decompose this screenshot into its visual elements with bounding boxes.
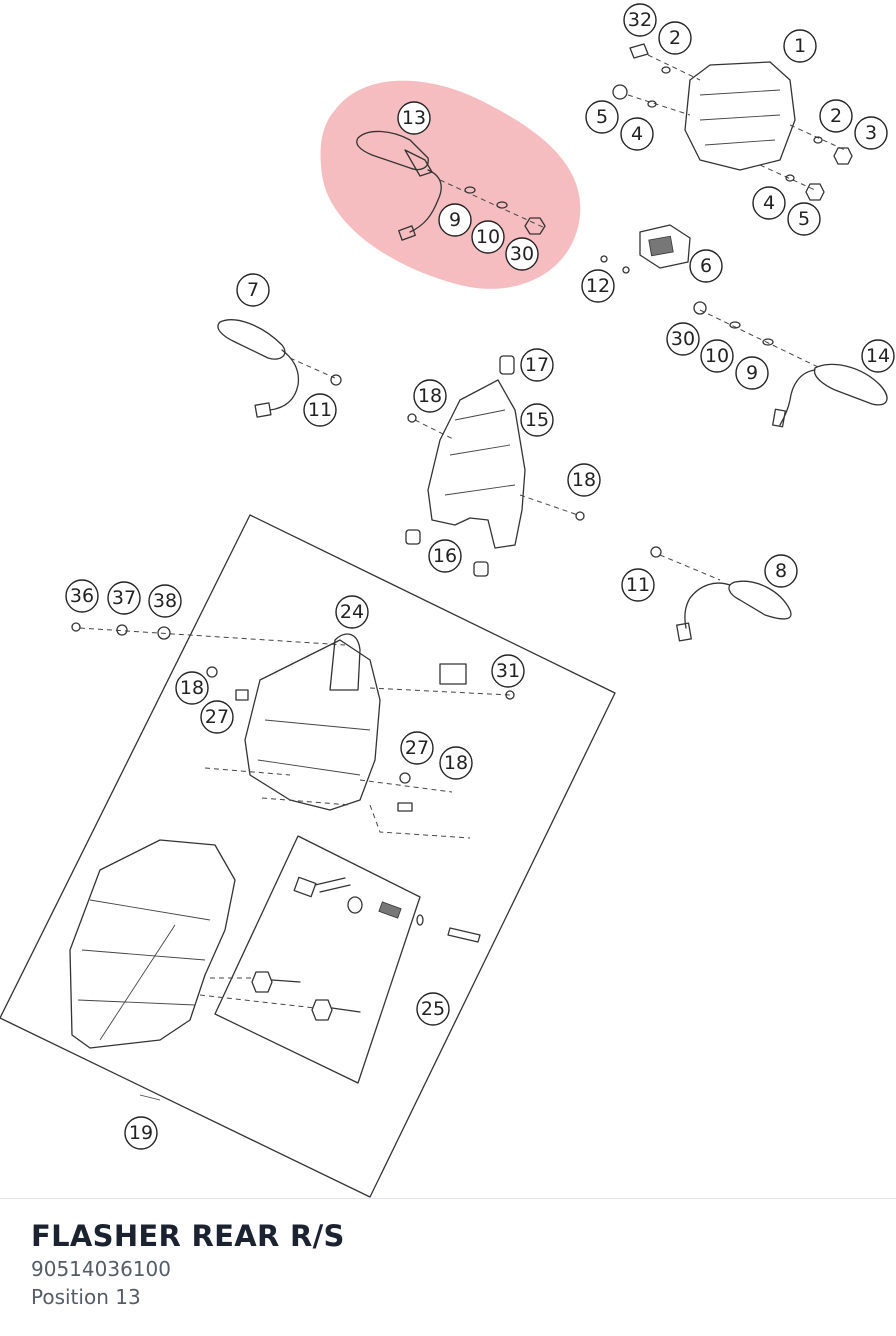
svg-text:11: 11 xyxy=(626,574,650,596)
callout-6: 6 xyxy=(689,249,723,283)
svg-text:17: 17 xyxy=(525,354,549,376)
callout-24: 24 xyxy=(335,595,369,629)
svg-text:10: 10 xyxy=(705,345,729,367)
callout-18: 18 xyxy=(439,746,473,780)
svg-text:1: 1 xyxy=(794,35,806,57)
svg-text:16: 16 xyxy=(433,545,457,567)
callout-5: 5 xyxy=(787,202,821,236)
callout-18: 18 xyxy=(413,379,447,413)
svg-text:11: 11 xyxy=(308,399,332,421)
callout-17: 17 xyxy=(520,348,554,382)
part-number: 90514036100 xyxy=(31,1257,171,1281)
callout-9: 9 xyxy=(438,203,472,237)
callout-11: 11 xyxy=(303,393,337,427)
svg-text:30: 30 xyxy=(671,328,695,350)
svg-text:32: 32 xyxy=(628,9,652,31)
callout-4: 4 xyxy=(620,117,654,151)
callout-18: 18 xyxy=(567,463,601,497)
svg-text:31: 31 xyxy=(496,660,520,682)
svg-text:2: 2 xyxy=(669,27,681,49)
callout-18: 18 xyxy=(175,671,209,705)
callout-11: 11 xyxy=(621,568,655,602)
svg-text:9: 9 xyxy=(746,362,758,384)
callout-37: 37 xyxy=(107,581,141,615)
svg-text:15: 15 xyxy=(525,409,549,431)
svg-text:18: 18 xyxy=(418,385,442,407)
callout-27: 27 xyxy=(400,731,434,765)
flasher-13-drawing xyxy=(356,130,546,241)
callout-8: 8 xyxy=(764,554,798,588)
svg-text:6: 6 xyxy=(700,255,712,277)
callout-30: 30 xyxy=(505,237,539,271)
part-info-footer: FLASHER REAR R/S 90514036100 Position 13 xyxy=(0,1198,896,1336)
svg-text:13: 13 xyxy=(402,107,426,129)
callout-10: 10 xyxy=(471,220,505,254)
svg-text:30: 30 xyxy=(510,243,534,265)
callout-38: 38 xyxy=(148,584,182,618)
svg-text:10: 10 xyxy=(476,226,500,248)
svg-text:3: 3 xyxy=(865,122,877,144)
flasher-8-drawing xyxy=(650,546,792,642)
callout-2: 2 xyxy=(658,21,692,55)
callout-36: 36 xyxy=(65,579,99,613)
headlight-assembly-frame xyxy=(0,514,616,1198)
svg-text:37: 37 xyxy=(112,587,136,609)
svg-text:18: 18 xyxy=(180,677,204,699)
callout-5: 5 xyxy=(585,100,619,134)
flasher-14-drawing xyxy=(693,301,888,428)
svg-text:36: 36 xyxy=(70,585,94,607)
svg-text:4: 4 xyxy=(763,192,775,214)
svg-text:18: 18 xyxy=(444,752,468,774)
svg-text:25: 25 xyxy=(421,998,445,1020)
callout-4: 4 xyxy=(752,186,786,220)
bracket-1-drawing xyxy=(612,43,853,201)
svg-text:8: 8 xyxy=(775,560,787,582)
callout-3: 3 xyxy=(854,116,888,150)
callout-2: 2 xyxy=(819,99,853,133)
callout-9: 9 xyxy=(735,356,769,390)
svg-text:14: 14 xyxy=(866,345,890,367)
svg-text:12: 12 xyxy=(586,275,610,297)
callout-13: 13 xyxy=(397,101,431,135)
callout-27: 27 xyxy=(200,700,234,734)
callout-32: 32 xyxy=(623,3,657,37)
callout-16: 16 xyxy=(428,539,462,573)
part-name: FLASHER REAR R/S xyxy=(31,1219,345,1253)
svg-text:4: 4 xyxy=(631,123,643,145)
callout-30: 30 xyxy=(666,322,700,356)
callout-10: 10 xyxy=(700,339,734,373)
callout-12: 12 xyxy=(581,269,615,303)
svg-text:5: 5 xyxy=(596,106,608,128)
svg-text:27: 27 xyxy=(405,737,429,759)
callout-7: 7 xyxy=(236,273,270,307)
flasher-7-drawing xyxy=(217,319,342,418)
svg-text:24: 24 xyxy=(340,601,364,623)
svg-text:27: 27 xyxy=(205,706,229,728)
callout-31: 31 xyxy=(491,654,525,688)
exploded-parts-diagram: 32 2 1 5 4 2 3 13 9 10 30 4 5 6 12 7 30 … xyxy=(0,3,895,1198)
callout-1: 1 xyxy=(783,29,817,63)
svg-text:2: 2 xyxy=(830,105,842,127)
svg-text:38: 38 xyxy=(153,590,177,612)
callout-19: 19 xyxy=(124,1116,158,1150)
svg-text:19: 19 xyxy=(129,1122,153,1144)
callout-15: 15 xyxy=(520,403,554,437)
callout-14: 14 xyxy=(861,339,895,373)
bracket-15-drawing xyxy=(405,355,585,577)
svg-text:7: 7 xyxy=(247,279,259,301)
callout-25: 25 xyxy=(416,992,450,1026)
svg-text:18: 18 xyxy=(572,469,596,491)
part-position: Position 13 xyxy=(31,1285,141,1309)
svg-text:9: 9 xyxy=(449,209,461,231)
svg-text:5: 5 xyxy=(798,208,810,230)
part-6-drawing xyxy=(600,224,691,274)
